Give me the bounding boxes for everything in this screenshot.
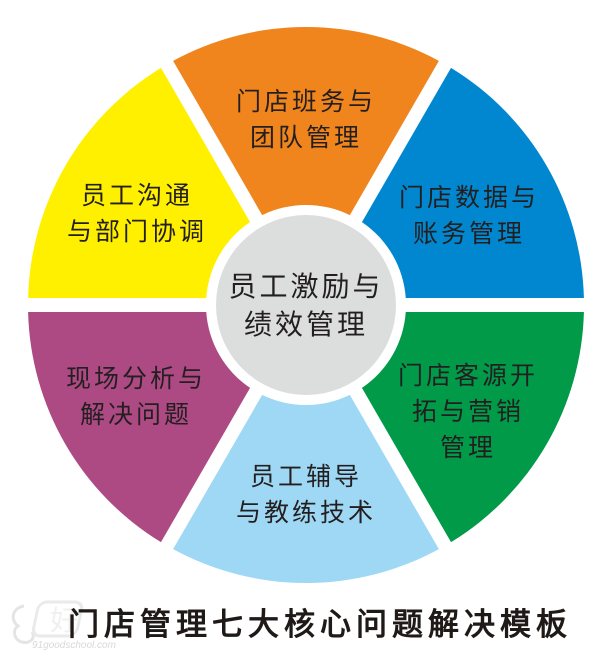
segment-bottom [173, 394, 439, 583]
segment-upper-left [28, 67, 251, 299]
segment-label-lower-left: 现场分析与 解决问题 [65, 364, 207, 429]
segment-label-upper-right: 门店数据与 账务管理 [398, 183, 540, 248]
wheel-diagram [28, 26, 584, 583]
center-label: 员工激励与 绩效管理 [228, 270, 384, 341]
svg-text:好: 好 [50, 604, 78, 637]
segment-upper-right [361, 67, 584, 299]
watermark-logo-icon: 好 [11, 600, 84, 644]
segment-label-top: 门店班务与 团队管理 [235, 87, 377, 152]
center-circle [216, 215, 396, 395]
segment-lower-right [361, 311, 584, 543]
watermark-text: 91goodschool.com [32, 640, 116, 651]
segment-label-lower-right: 门店客源开 拓与营销 管理 [397, 361, 539, 462]
segment-label-bottom: 员工辅导 与教练技术 [235, 462, 377, 527]
diagram-title: 门店管理七大核心问题解决模板 [68, 607, 572, 643]
segment-lower-left [28, 311, 251, 543]
segment-label-upper-left: 员工沟通 与部门协调 [66, 181, 208, 246]
segment-top [173, 26, 439, 216]
